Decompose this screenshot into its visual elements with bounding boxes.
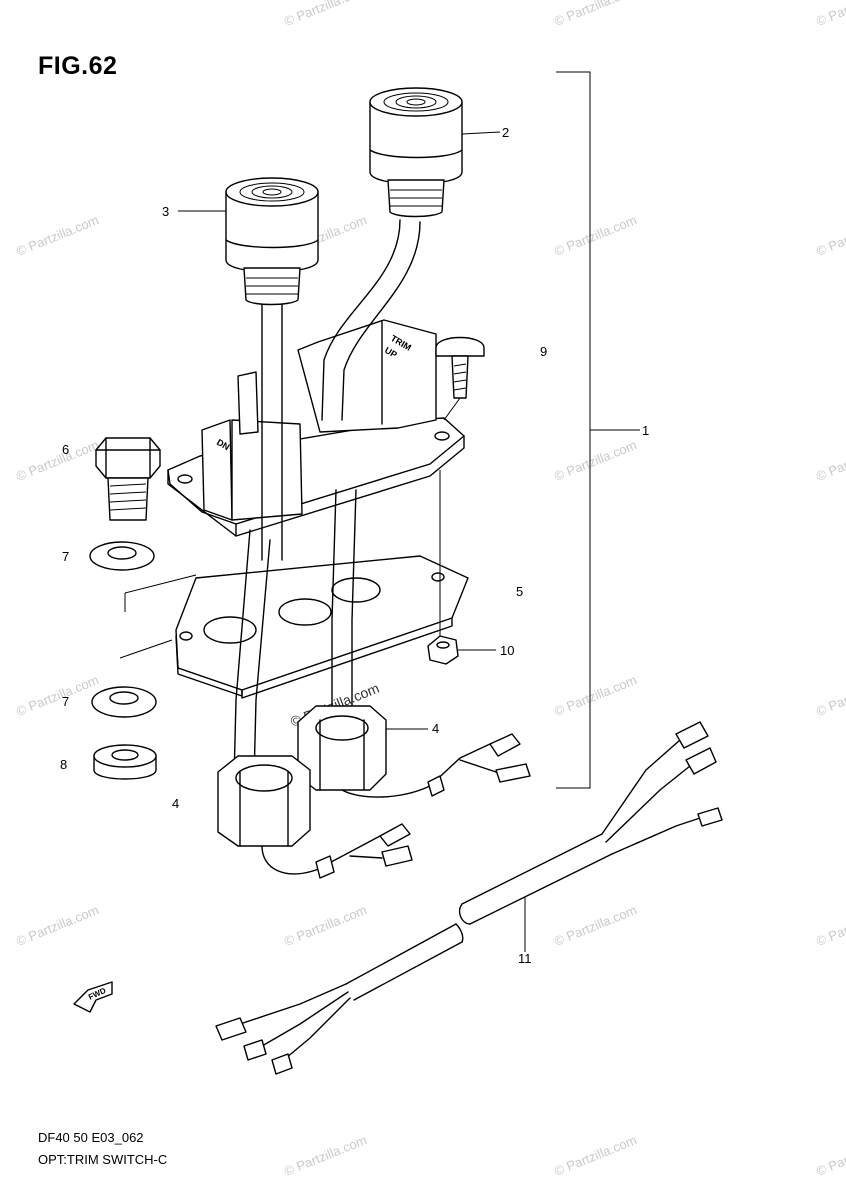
switch-wire-leads bbox=[261, 733, 531, 879]
washer-part-7b bbox=[91, 686, 157, 718]
callout-9: 9 bbox=[540, 344, 548, 359]
callout-11: 11 bbox=[518, 951, 532, 966]
callout-5: 5 bbox=[516, 584, 524, 599]
callout-4: 4 bbox=[172, 796, 180, 811]
callout-7: 7 bbox=[62, 694, 70, 709]
switch-cable-left bbox=[233, 299, 283, 781]
washer-part-7a bbox=[89, 541, 155, 571]
trim-switch-part-3 bbox=[225, 177, 319, 306]
nut-part-10 bbox=[427, 635, 459, 665]
mounting-screw-part bbox=[435, 336, 485, 640]
callout-1: 1 bbox=[642, 423, 650, 438]
callout-2: 2 bbox=[502, 125, 510, 140]
nut-part-8 bbox=[93, 744, 157, 780]
switch-cable-right bbox=[321, 219, 421, 721]
bolt-part-6 bbox=[95, 437, 161, 521]
large-nut-part-4-right bbox=[297, 705, 387, 791]
callout-3: 3 bbox=[162, 204, 170, 219]
extension-cable-part-11 bbox=[215, 721, 723, 1075]
assembly-bracket bbox=[556, 71, 640, 789]
callout-6: 6 bbox=[62, 442, 70, 457]
callout-8: 8 bbox=[60, 757, 68, 772]
switch-housing-part bbox=[167, 319, 465, 537]
figure-title: FIG.62 bbox=[38, 52, 118, 80]
leader-lines bbox=[119, 131, 526, 952]
forward-arrow-icon: FWD bbox=[73, 981, 113, 1013]
large-nut-part-4-left bbox=[217, 755, 311, 847]
callout-4: 4 bbox=[432, 721, 440, 736]
footer-description: OPT:TRIM SWITCH-C bbox=[38, 1152, 168, 1167]
footer-code: DF40 50 E03_062 bbox=[38, 1130, 144, 1145]
gasket-plate-part bbox=[175, 555, 469, 699]
callout-10: 10 bbox=[500, 643, 515, 658]
trim-switch-part-2 bbox=[369, 87, 463, 218]
callout-7: 7 bbox=[62, 549, 70, 564]
